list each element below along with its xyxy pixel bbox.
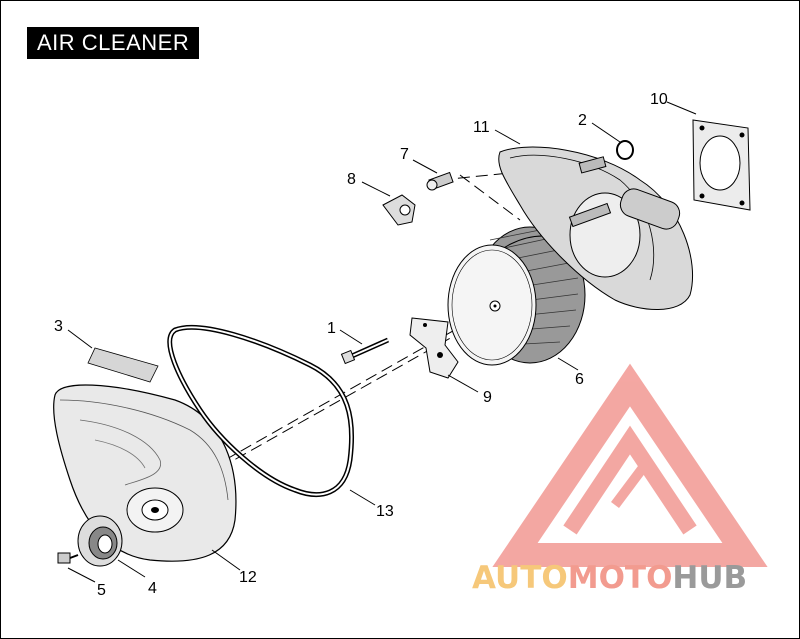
part-11-backplate bbox=[498, 146, 694, 310]
callout-3: 3 bbox=[54, 318, 63, 335]
watermark-moto: MOTO bbox=[568, 560, 673, 596]
watermark-auto: AUTO bbox=[472, 560, 568, 596]
part-13-seal bbox=[167, 324, 355, 498]
part-8-breather-fitting bbox=[382, 194, 416, 226]
part-4-medallion bbox=[77, 515, 123, 567]
part-10-gasket bbox=[692, 119, 751, 211]
part-9-bracket bbox=[409, 317, 459, 379]
callout-6: 6 bbox=[575, 371, 584, 388]
callout-12: 12 bbox=[239, 569, 257, 586]
part-1-screw bbox=[340, 337, 390, 365]
callout-2: 2 bbox=[578, 112, 587, 129]
callout-11: 11 bbox=[473, 119, 490, 136]
part-2-o-ring bbox=[616, 140, 634, 160]
callout-7: 7 bbox=[400, 146, 409, 163]
callout-10: 10 bbox=[650, 91, 668, 108]
watermark-text: AUTOMOTOHUB bbox=[472, 560, 747, 596]
leader-lines bbox=[67, 101, 697, 583]
part-3-label-decal bbox=[87, 347, 159, 383]
callout-9: 9 bbox=[483, 389, 492, 406]
callout-5: 5 bbox=[97, 582, 106, 599]
callout-4: 4 bbox=[148, 580, 157, 597]
watermark-logo-icon bbox=[492, 363, 768, 567]
diagram-title: AIR CLEANER bbox=[27, 27, 199, 59]
part-6-filter bbox=[447, 226, 586, 366]
callout-1: 1 bbox=[327, 320, 336, 337]
watermark-hub: HUB bbox=[672, 560, 747, 596]
callout-8: 8 bbox=[347, 171, 356, 188]
part-7-breather-bolt bbox=[426, 171, 454, 191]
callout-13: 13 bbox=[376, 503, 394, 520]
part-5-screw bbox=[57, 552, 79, 564]
